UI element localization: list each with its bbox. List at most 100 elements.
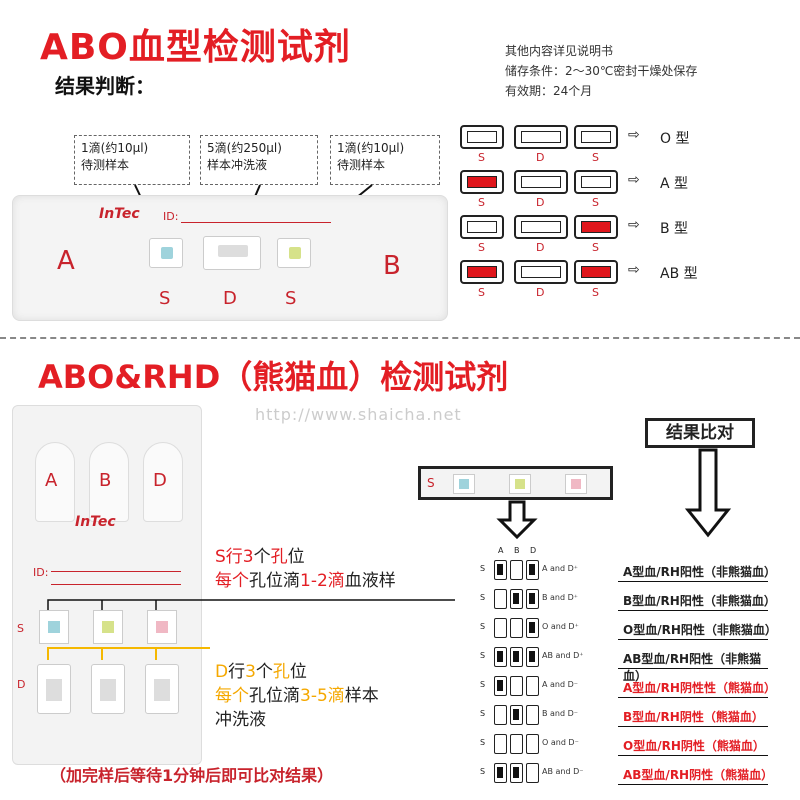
row-result: AB型血/RH阳性（非熊猫血） (623, 652, 762, 683)
result-cell (526, 763, 539, 783)
legend-col-label: S (592, 241, 599, 254)
legend-type: A 型 (660, 176, 689, 192)
row-label-s: S (17, 622, 24, 635)
result-cell (526, 647, 539, 667)
row-underline (618, 639, 768, 640)
result-cell (526, 676, 539, 696)
legend-s1-box (460, 125, 504, 149)
row-s-label: S (480, 564, 486, 573)
result-subtitle: 结果判断： (55, 74, 155, 98)
row-s-label: S (480, 622, 486, 631)
result-cell (526, 734, 539, 754)
legend-type: O 型 (660, 131, 690, 147)
legend-s2-box (574, 170, 618, 194)
legend-col-label: S (478, 241, 485, 254)
cassette-label-a: A (57, 246, 75, 276)
brand-logo-2: InTec (75, 514, 116, 530)
d-well-d (145, 664, 179, 714)
lane-a (35, 442, 75, 522)
lane-b (89, 442, 129, 522)
d-well-b (91, 664, 125, 714)
row-result: O型血/RH阴性（熊猫血） (623, 739, 765, 753)
expiry-line: 有效期：24个月 (505, 84, 593, 98)
s-well-a (39, 610, 69, 644)
section-divider (0, 337, 800, 339)
id-line (181, 222, 331, 223)
result-cell (510, 676, 523, 696)
s-well-b (93, 610, 123, 644)
row-label-d: D (17, 678, 26, 691)
result-cell (494, 560, 507, 580)
strip-label: S (427, 476, 435, 490)
lane-d (143, 442, 183, 522)
legend-d-box (514, 260, 568, 284)
legend-s1-box (460, 215, 504, 239)
d-well-a (37, 664, 71, 714)
result-arrows (496, 448, 732, 540)
row-underline (618, 755, 768, 756)
row-condition: O and D⁻ (542, 738, 579, 747)
id-line-2b (51, 584, 181, 585)
result-cell (494, 734, 507, 754)
callout-sample-left: 1滴(约10μl) 待测样本 (74, 135, 190, 185)
result-cell (494, 763, 507, 783)
result-cell (494, 618, 507, 638)
legend-d-box (514, 125, 568, 149)
legend-col-label: D (536, 196, 545, 209)
strip-well-d (565, 474, 587, 494)
well-label-s-left: S (159, 288, 171, 309)
row-underline (618, 581, 768, 582)
arrow-icon: ⇨ (628, 262, 640, 278)
legend-d-box (514, 215, 568, 239)
row-condition: O and D⁺ (542, 622, 579, 631)
cassette-label-b: B (383, 251, 401, 281)
section2-title: ABO&RHD（熊猫血）检测试剂 (38, 358, 509, 396)
legend-col-label: D (536, 286, 545, 299)
table-header-cell: D (530, 546, 537, 555)
callout-sample-right: 1滴(约10μl) 待测样本 (330, 135, 440, 185)
legend-col-label: S (592, 196, 599, 209)
legend-s1-box (460, 260, 504, 284)
well-s-left (149, 238, 183, 268)
brand-logo: InTec (99, 206, 140, 222)
s-well-d (147, 610, 177, 644)
row-s-label: S (480, 709, 486, 718)
table-row: S B and D⁻ B型血/RH阴性（熊猫血） (480, 703, 778, 729)
result-cell (510, 705, 523, 725)
legend-s1-box (460, 170, 504, 194)
row-underline (618, 726, 768, 727)
result-cell (526, 560, 539, 580)
arrow-icon: ⇨ (628, 217, 640, 233)
lane-label-d: D (153, 470, 167, 491)
strip-well-b (509, 474, 531, 494)
info-line: 其他内容详见说明书 (505, 44, 614, 58)
legend-col-label: S (478, 286, 485, 299)
row-underline (618, 610, 768, 611)
row-underline (618, 784, 768, 785)
legend-col-label: S (478, 196, 485, 209)
row-result: B型血/RH阳性（非熊猫血） (623, 594, 776, 608)
row-result: O型血/RH阳性（非熊猫血） (623, 623, 777, 637)
row-result: B型血/RH阴性（熊猫血） (623, 710, 764, 724)
result-cell (510, 763, 523, 783)
id-label: ID: (163, 210, 179, 223)
legend-col-label: S (478, 151, 485, 164)
result-cell (494, 676, 507, 696)
row-condition: B and D⁻ (542, 709, 579, 718)
result-compare-title: 结果比对 (645, 418, 755, 448)
watermark: http://www.shaicha.net (255, 405, 462, 424)
legend-d-box (514, 170, 568, 194)
row-s-label: S (480, 651, 486, 660)
arrow-icon: ⇨ (628, 172, 640, 188)
row-condition: A and D⁻ (542, 680, 578, 689)
well-label-s-right: S (285, 288, 297, 309)
well-d (203, 236, 261, 270)
legend-col-label: D (536, 151, 545, 164)
row-s-label: S (480, 767, 486, 776)
row-s-label: S (480, 680, 486, 689)
storage-line: 储存条件：2～30℃密封干燥处保存 (505, 64, 698, 78)
